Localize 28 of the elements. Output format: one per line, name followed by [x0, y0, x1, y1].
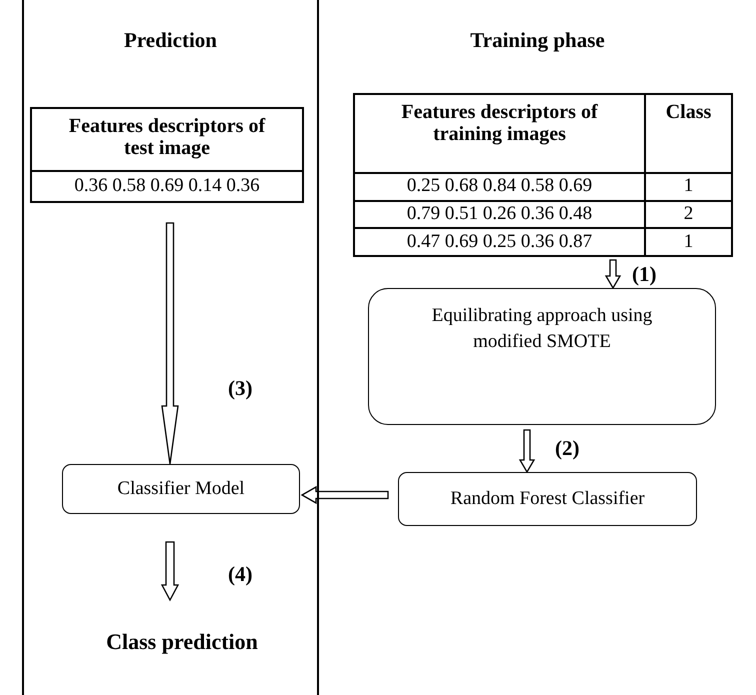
process-box: Random Forest Classifier [398, 472, 697, 526]
table-header: Features descriptors of training images [400, 100, 599, 147]
table-cell: 0.25 0.68 0.84 0.58 0.69 [355, 172, 644, 200]
process-box: Equilibrating approach using modified SMOTE [368, 288, 716, 425]
step-label: (4) [228, 562, 252, 587]
block-arrow [518, 429, 536, 474]
process-box: Classifier Model [62, 464, 300, 514]
table-header: Features descriptors of test image [68, 114, 266, 161]
column-panel [22, 0, 319, 695]
table-cell: 2 [644, 200, 731, 228]
block-arrow [604, 259, 622, 290]
step-label: (1) [632, 262, 656, 287]
table-cell: 0.79 0.51 0.26 0.36 0.48 [355, 200, 644, 228]
block-arrow [161, 222, 179, 465]
data-table [30, 107, 304, 203]
table-cell: 0.36 0.58 0.69 0.14 0.36 [32, 170, 302, 201]
table-cell: 0.47 0.69 0.25 0.36 0.87 [355, 227, 644, 255]
column-heading: Training phase [469, 28, 606, 53]
block-arrow [300, 486, 389, 504]
table-cell: 1 [644, 172, 731, 200]
table-header: Class [644, 95, 731, 172]
data-table [353, 93, 733, 257]
output-label: Class prediction [62, 620, 302, 664]
column-heading: Prediction [123, 28, 218, 53]
step-label: (2) [555, 436, 580, 461]
block-arrow [160, 541, 180, 602]
step-label: (3) [228, 376, 252, 401]
table-cell: 1 [644, 227, 731, 255]
